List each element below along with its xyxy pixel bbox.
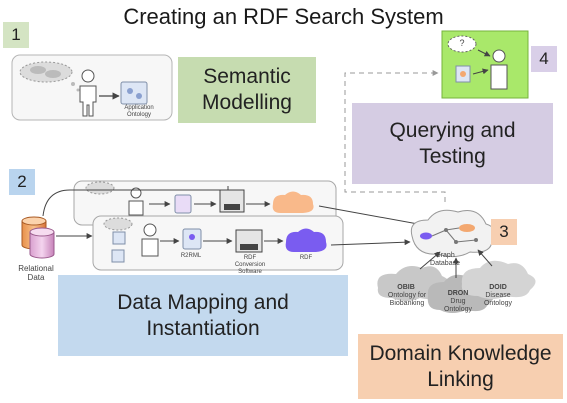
- panel-mapping-front: [92, 215, 344, 271]
- obib-abbr: OBIB: [397, 284, 415, 291]
- doid-name: Disease Ontology: [483, 292, 513, 307]
- ontology-doc-icon: [120, 81, 148, 105]
- step-number-1: 1: [3, 22, 29, 48]
- graph-to-query-dashed-arrow: [344, 70, 446, 202]
- step-number-3: 3: [491, 219, 517, 245]
- rdf2-to-graph-arrow: [330, 239, 411, 246]
- query-question-mark: ?: [459, 38, 465, 48]
- panel-mapping-back: [73, 180, 337, 226]
- rdf-label: RDF: [299, 255, 313, 261]
- semantic-modelling-label: Semantic Modelling: [178, 57, 316, 123]
- r2rml-label: R2RML: [180, 253, 202, 259]
- rdf-conversion-label: RDF Conversion Software: [234, 255, 266, 275]
- graph-database-label: Graph Database: [430, 252, 460, 267]
- page-title: Creating an RDF Search System: [123, 4, 444, 29]
- obib-to-graph-arrow: [419, 251, 441, 270]
- panel-semantic-scene: [11, 54, 173, 121]
- querying-testing-label: Querying and Testing: [352, 103, 553, 184]
- domain-knowledge-label: Domain Knowledge Linking: [358, 334, 563, 399]
- data-mapping-label: Data Mapping and Instantiation: [58, 275, 348, 356]
- person-icon: [79, 69, 97, 117]
- step-number-2: 2: [9, 169, 35, 195]
- relational-database-icon: [21, 216, 55, 259]
- dron-abbr: DRON: [447, 290, 469, 297]
- graph-database-cloud: [410, 209, 496, 258]
- doid-abbr: DOID: [489, 284, 507, 291]
- thought-cloud-icon: [19, 61, 80, 92]
- obib-name: Ontology for Biobanking: [387, 292, 427, 307]
- application-ontology-label: Application Ontology: [124, 105, 154, 118]
- dron-name: Drug Ontology: [443, 298, 473, 313]
- relational-data-label: Relational Data: [18, 264, 54, 282]
- db-connector-top: [42, 186, 229, 217]
- doid-to-graph-arrow: [477, 249, 493, 267]
- query-panel: [441, 30, 529, 99]
- step-number-4: 4: [531, 46, 557, 72]
- ontology-clouds: [377, 260, 536, 313]
